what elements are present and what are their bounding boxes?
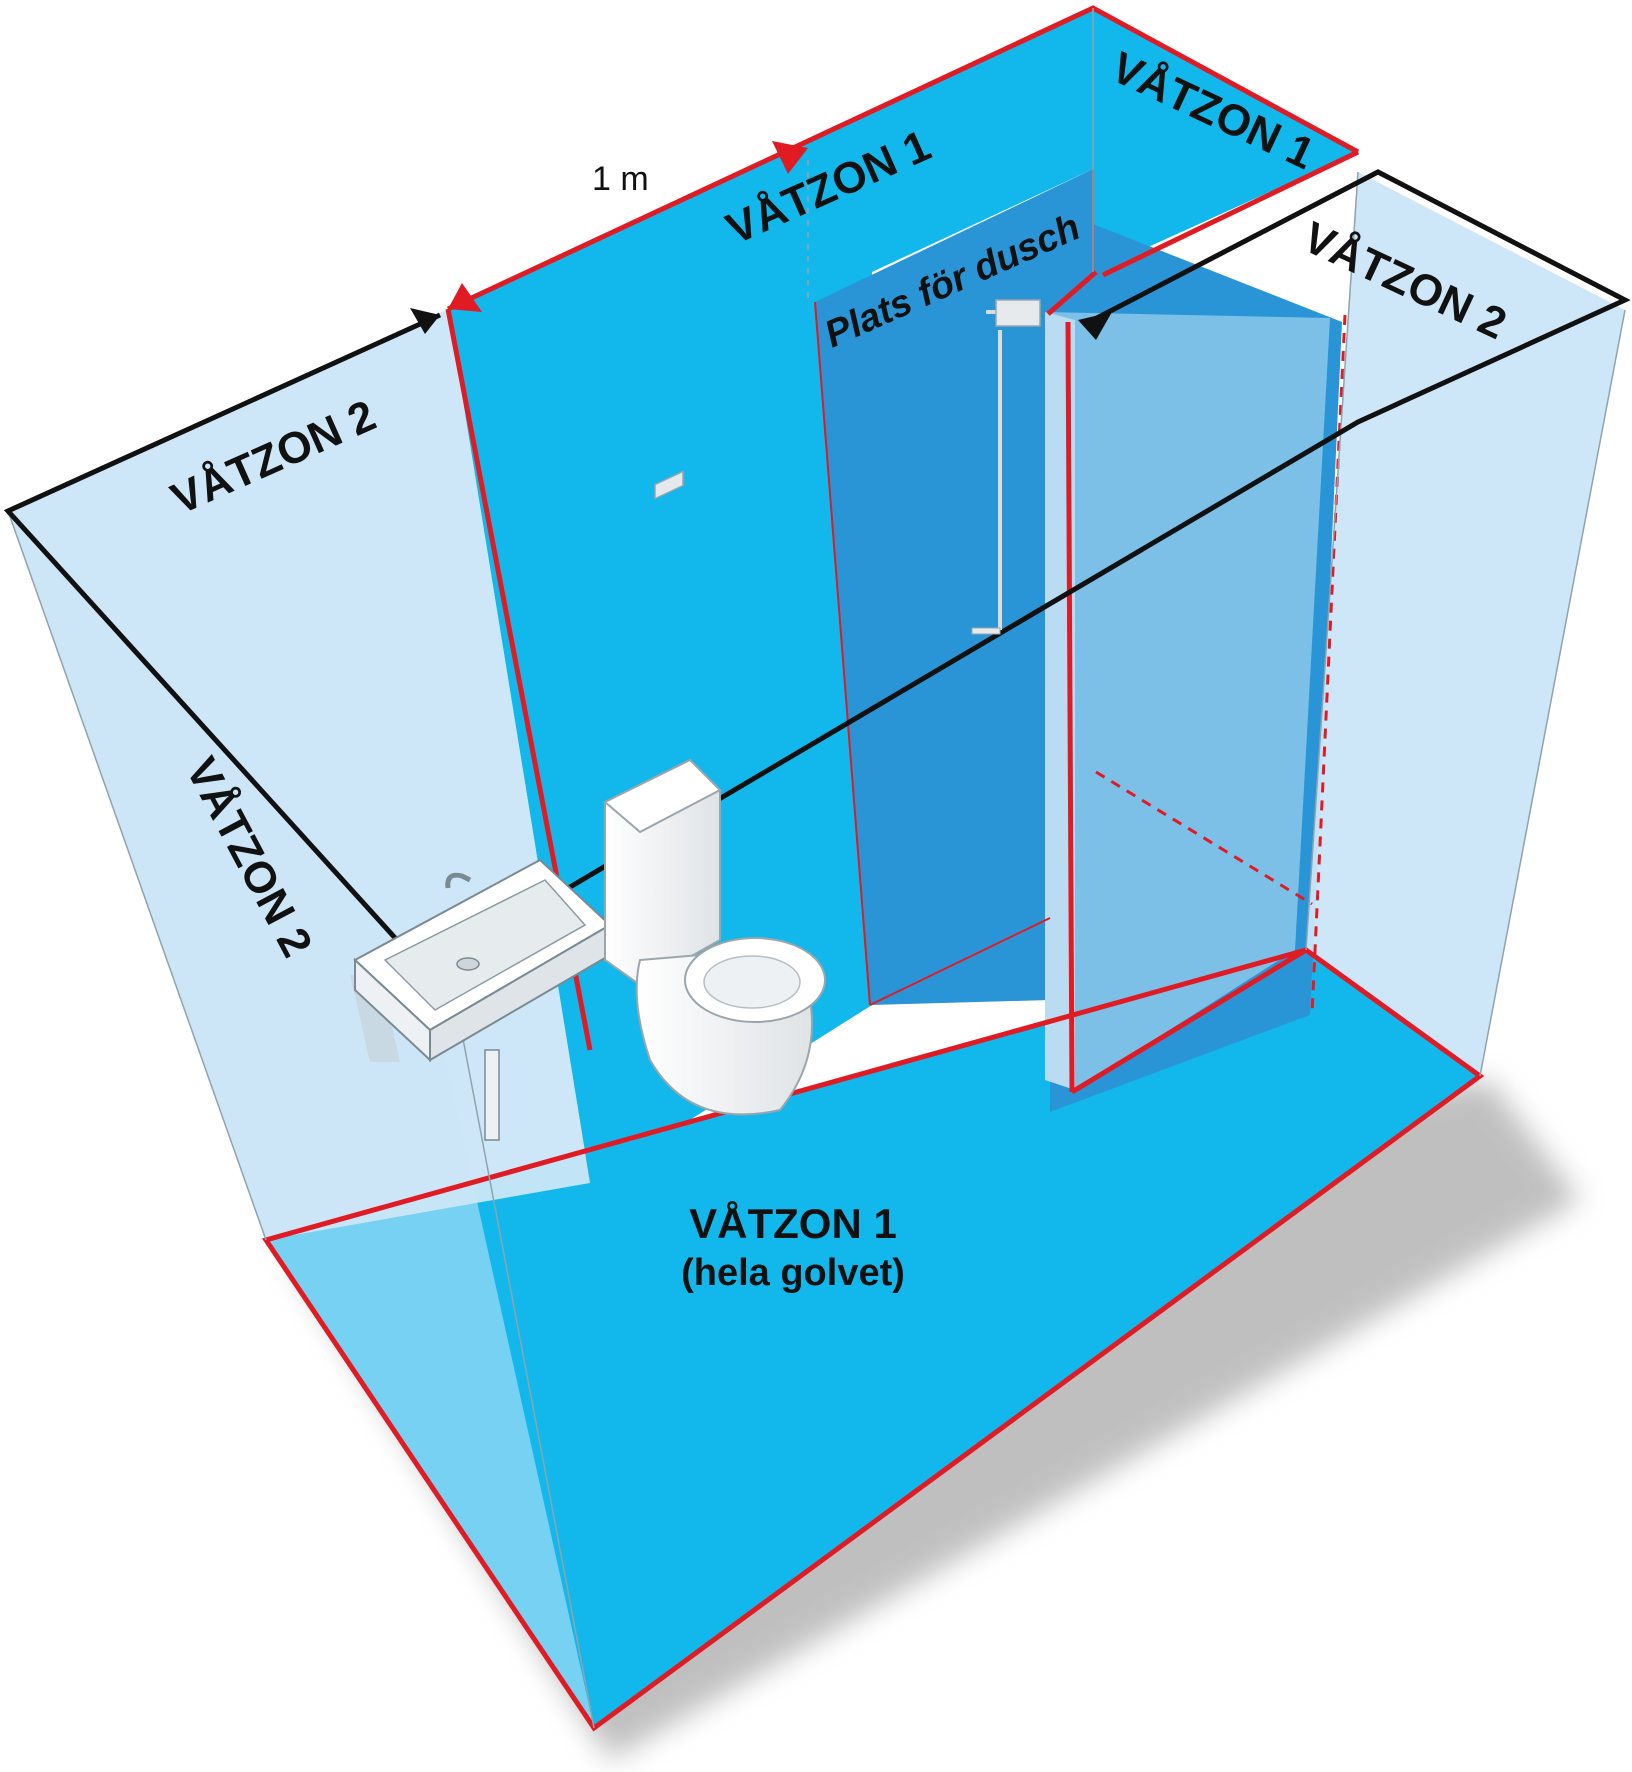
room-edges bbox=[7, 8, 1626, 1729]
glass-panel bbox=[1045, 312, 1330, 1090]
dimension-label: 1 m bbox=[592, 160, 649, 198]
floor-wet-zone-1 bbox=[266, 950, 1480, 1728]
arrow-red-right bbox=[772, 141, 808, 174]
arrow-black-right bbox=[1078, 312, 1112, 340]
arrow-red-left bbox=[448, 283, 482, 312]
toilet-icon bbox=[603, 470, 826, 1116]
left-wall-front-zone-2 bbox=[8, 511, 594, 1728]
zone1-floor-label: VÅTZON 1 bbox=[689, 1200, 897, 1247]
dimension-arrows bbox=[410, 141, 1112, 340]
back-wall-zone-1-upper bbox=[1093, 8, 1358, 272]
right-wall-zone-2 bbox=[1306, 172, 1625, 1076]
zone1-floor-sublabel: (hela golvet) bbox=[681, 1252, 905, 1294]
shower-head-icon bbox=[971, 299, 1041, 635]
washbasin-icon bbox=[350, 858, 612, 1141]
wet-zone-2-outline bbox=[3, 169, 1631, 976]
arrow-black-left bbox=[410, 308, 440, 334]
